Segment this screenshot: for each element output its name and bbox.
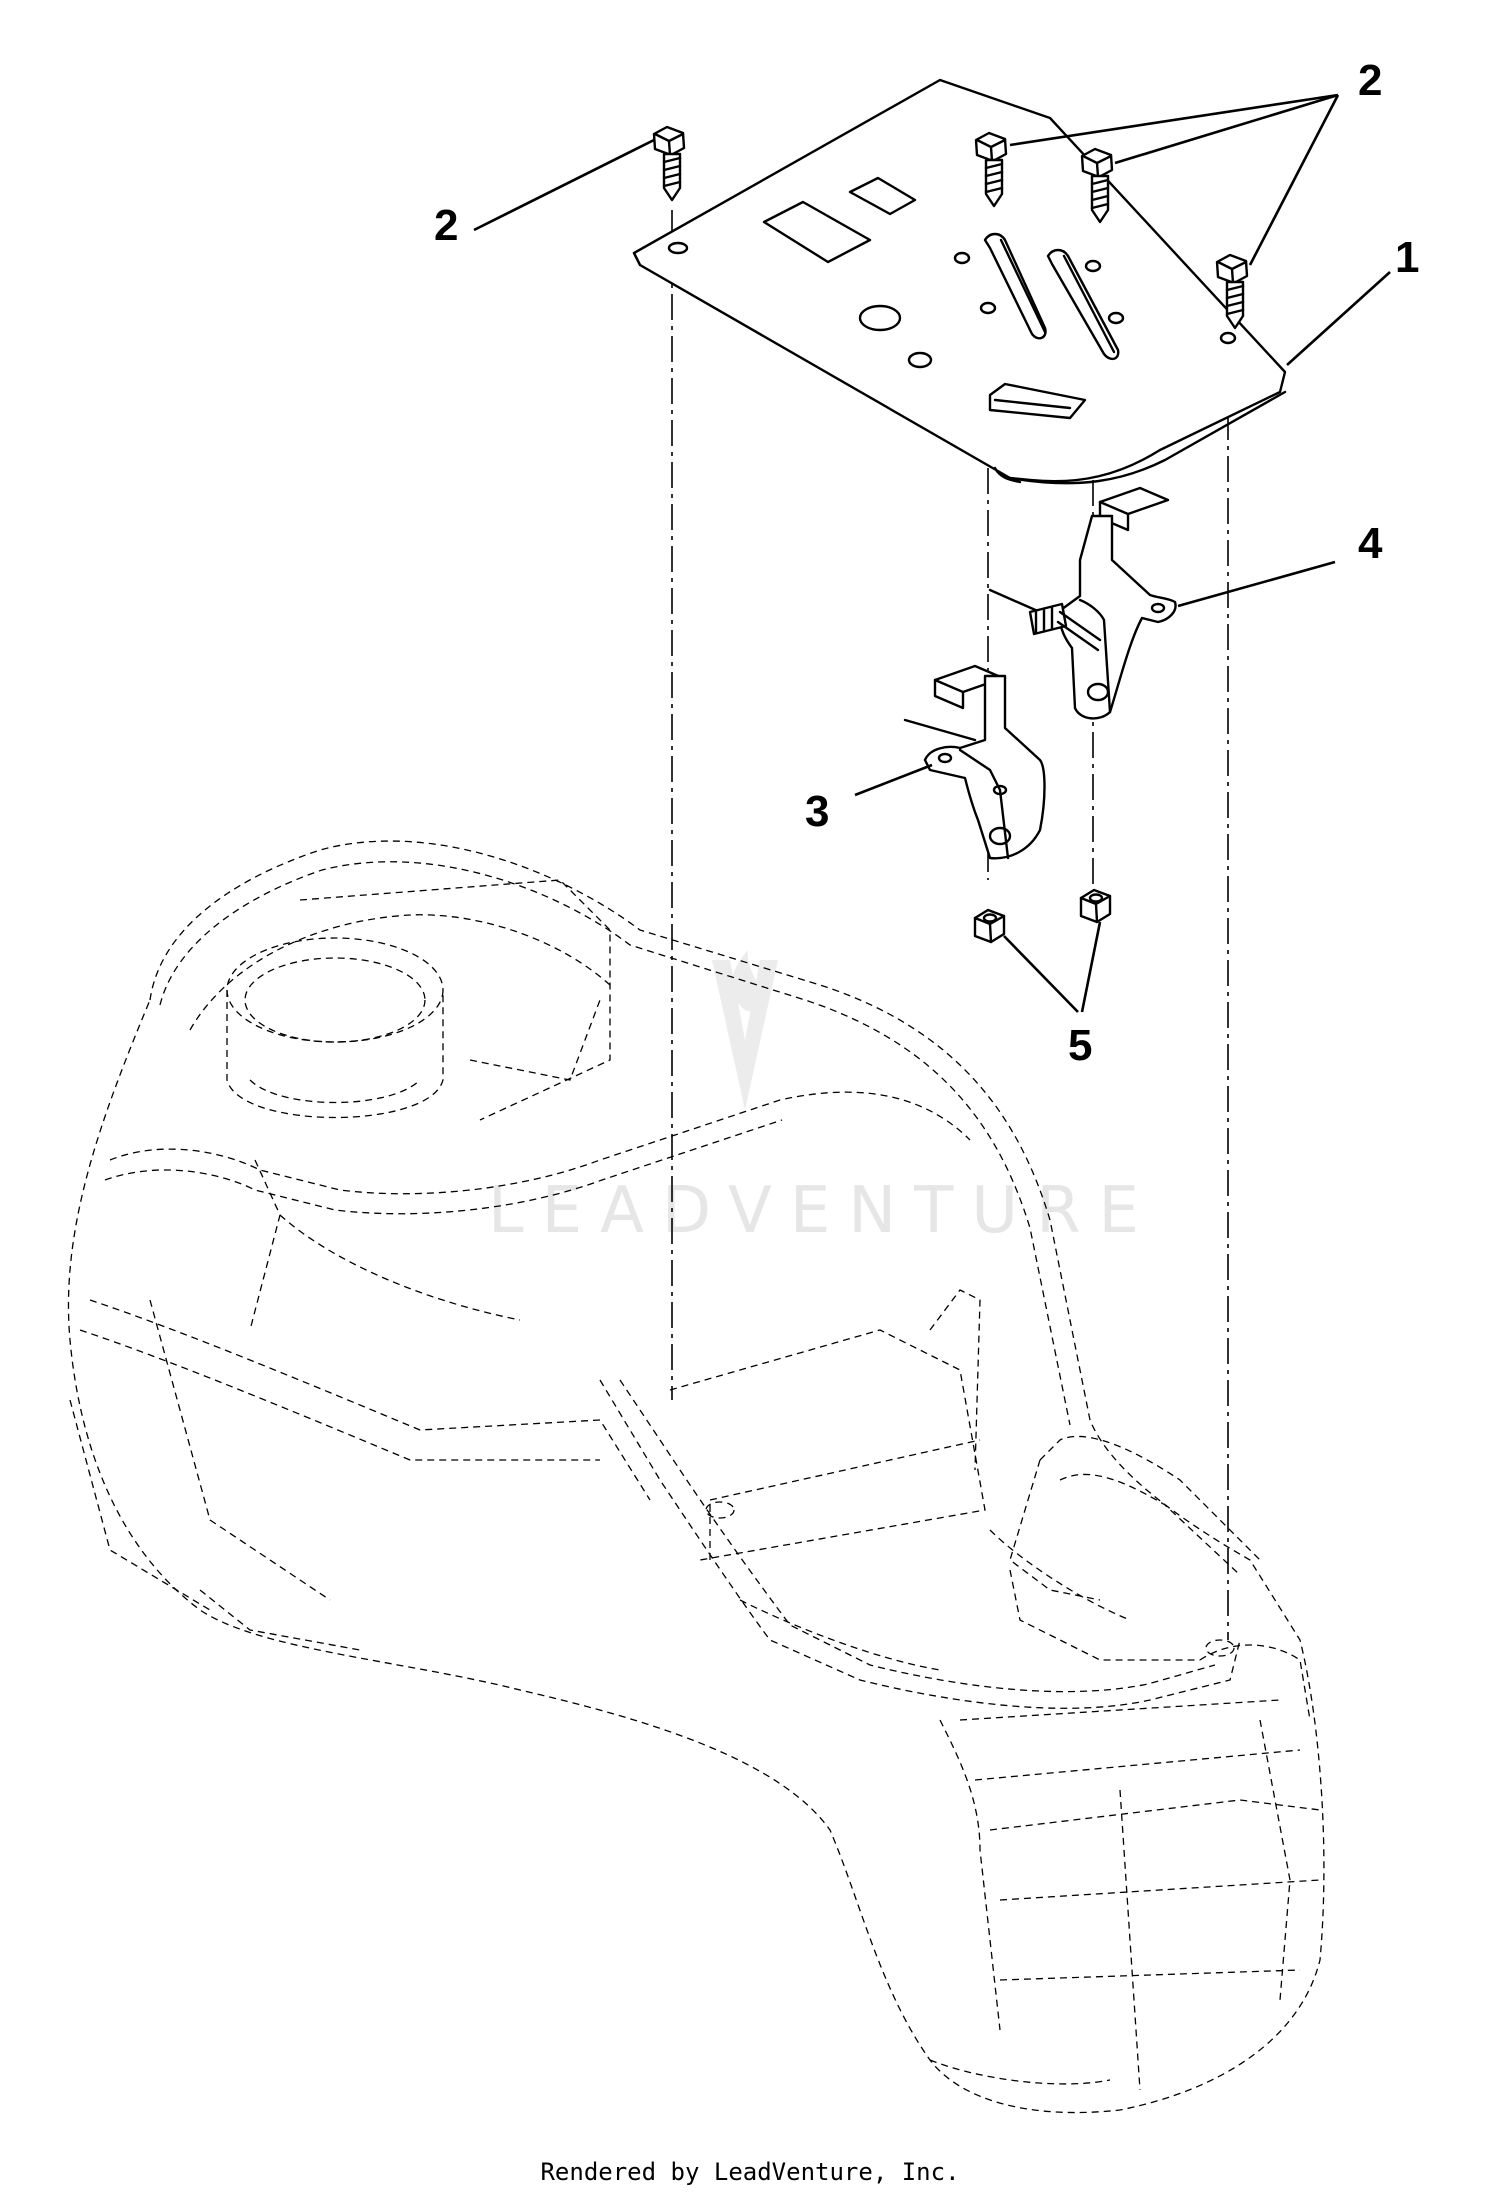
callout-5: 5 <box>1068 1021 1092 1070</box>
screw-far-right <box>1215 253 1249 330</box>
leadventure-watermark: LEADVENTURE <box>488 950 1157 1248</box>
fuel-tank-console <box>67 840 1325 2114</box>
lever-bracket-right <box>988 486 1177 720</box>
leader-lines <box>473 93 1391 1013</box>
screw-left <box>652 125 686 202</box>
nut-left <box>973 908 1006 944</box>
callout-3: 3 <box>805 787 829 836</box>
console-plate <box>632 78 1287 485</box>
callout-2-right: 2 <box>1358 56 1382 105</box>
callout-4: 4 <box>1358 519 1383 568</box>
lever-bracket-left <box>903 664 1046 860</box>
screw-right <box>1080 147 1114 224</box>
screw-mid <box>974 131 1008 208</box>
callout-2-left: 2 <box>434 201 458 250</box>
rendered-by-credit: Rendered by LeadVenture, Inc. <box>540 2158 959 2186</box>
callout-1: 1 <box>1395 233 1419 282</box>
watermark-text: LEADVENTURE <box>488 1174 1157 1248</box>
nut-right <box>1079 888 1112 924</box>
